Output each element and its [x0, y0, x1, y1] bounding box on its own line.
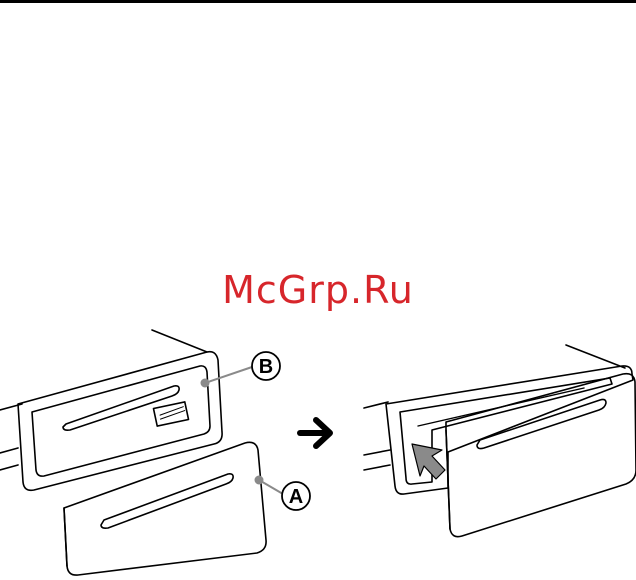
callout-label-b: B	[259, 356, 273, 378]
right-arrow-icon	[300, 420, 330, 446]
unit-chassis-right	[364, 345, 633, 494]
callout-leader-b	[202, 367, 253, 387]
callout-label-a: A	[289, 486, 303, 508]
insert-arrow-icon	[412, 444, 445, 479]
callout-leader-a	[256, 477, 284, 495]
unit-chassis-left	[0, 330, 222, 490]
